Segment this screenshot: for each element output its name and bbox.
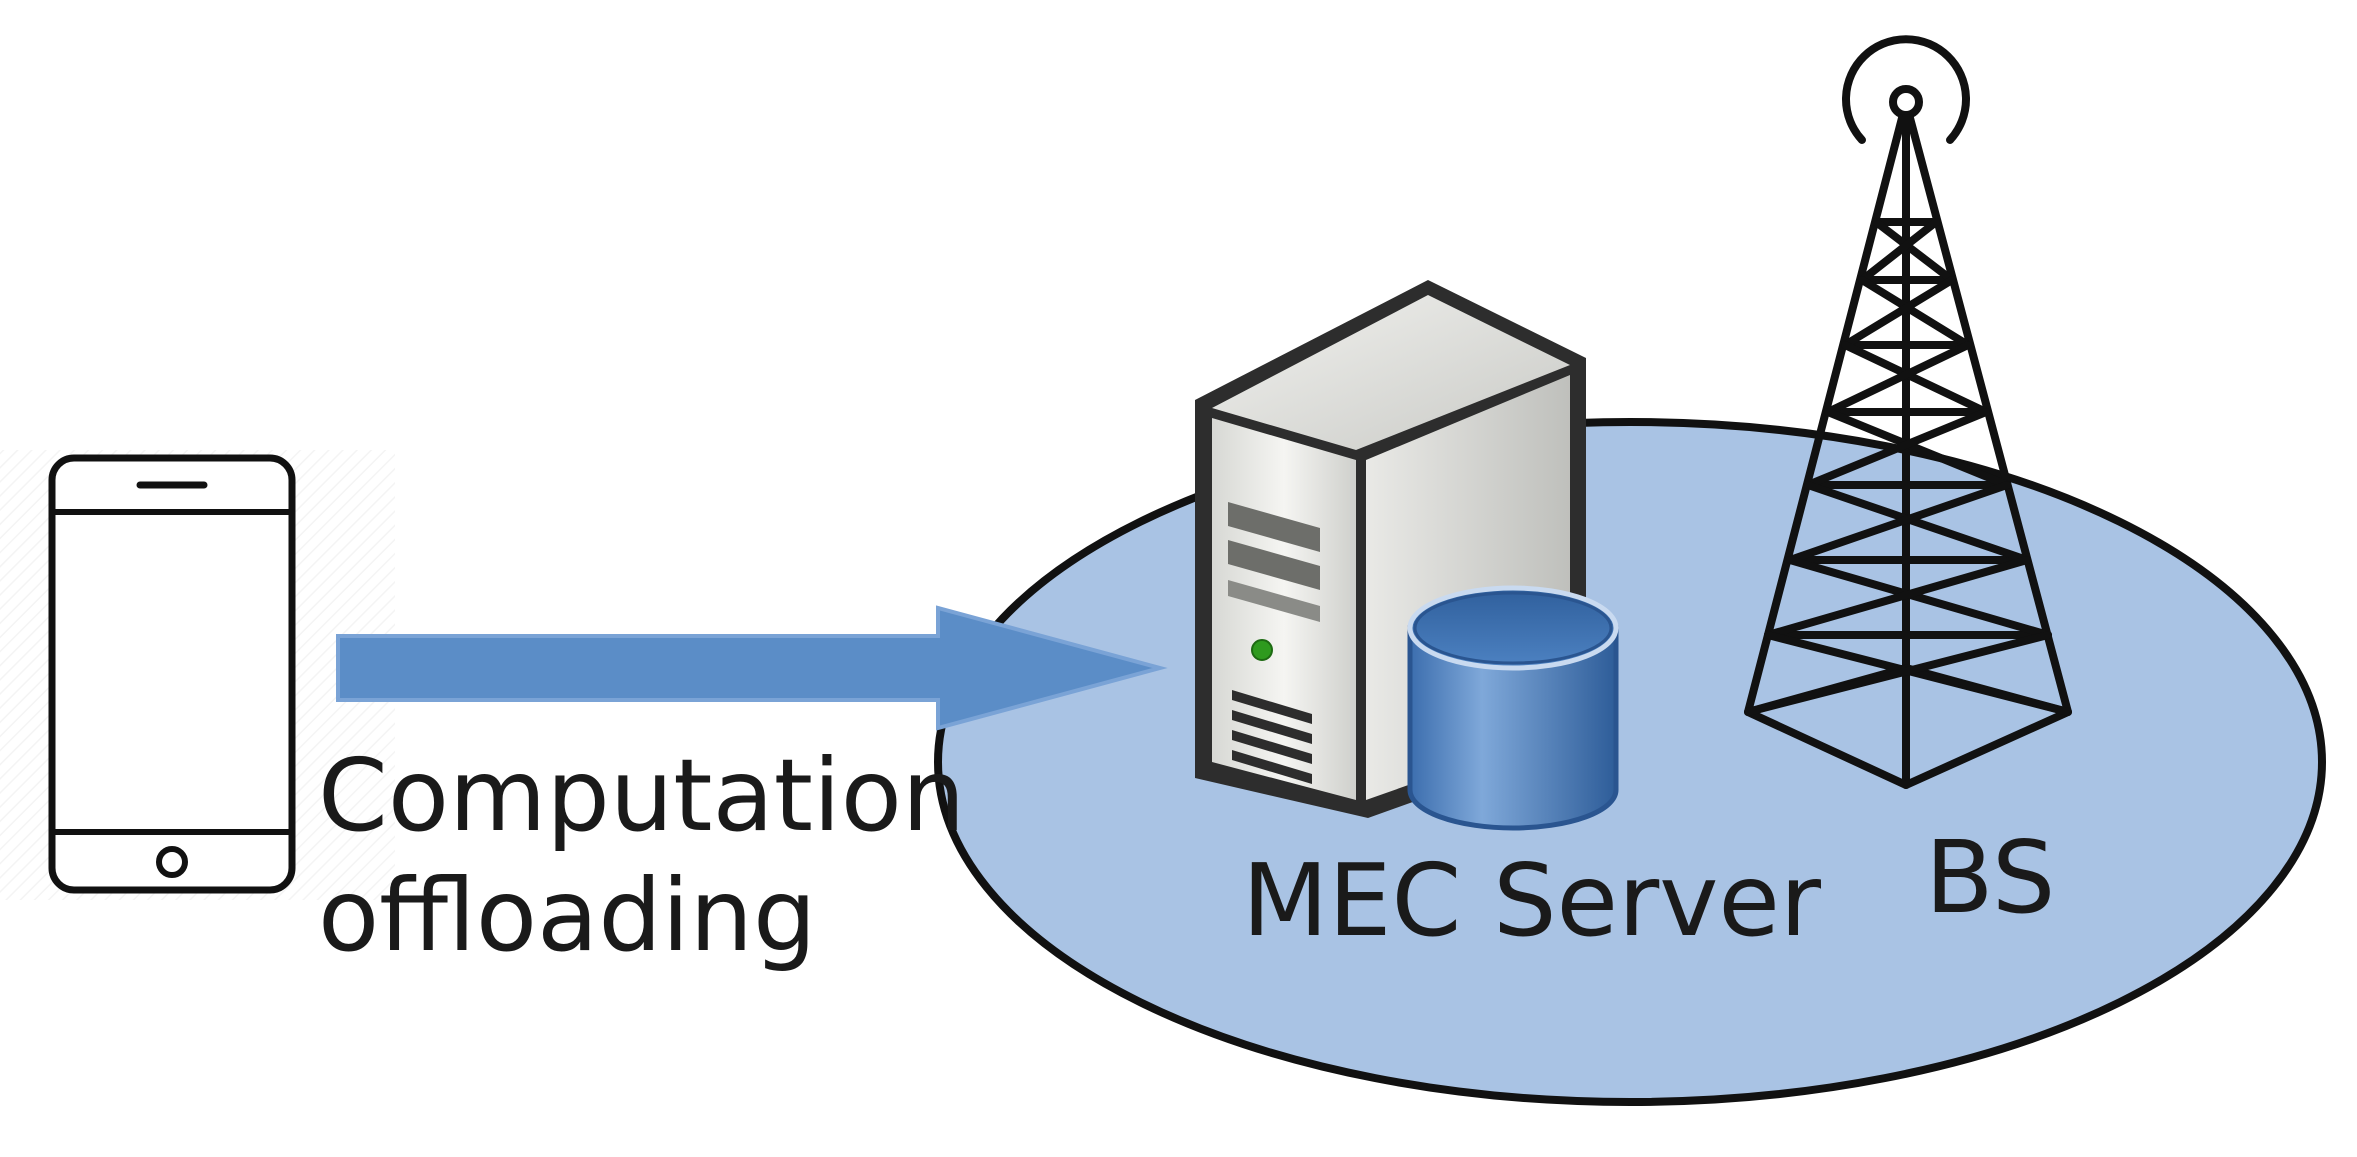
bs-label: BS: [1925, 819, 2055, 936]
offload-label-line2: offloading: [318, 857, 816, 974]
status-led: [1251, 639, 1273, 661]
database-cylinder-icon: [1407, 585, 1619, 831]
server-label: MEC Server: [1242, 842, 1822, 959]
offload-arrow: [336, 605, 1168, 731]
offload-label-line1: Computation: [318, 737, 965, 854]
coverage-area: [934, 418, 2326, 1106]
cell-tower-icon: [1744, 35, 2072, 789]
smartphone-icon: [0, 450, 395, 900]
